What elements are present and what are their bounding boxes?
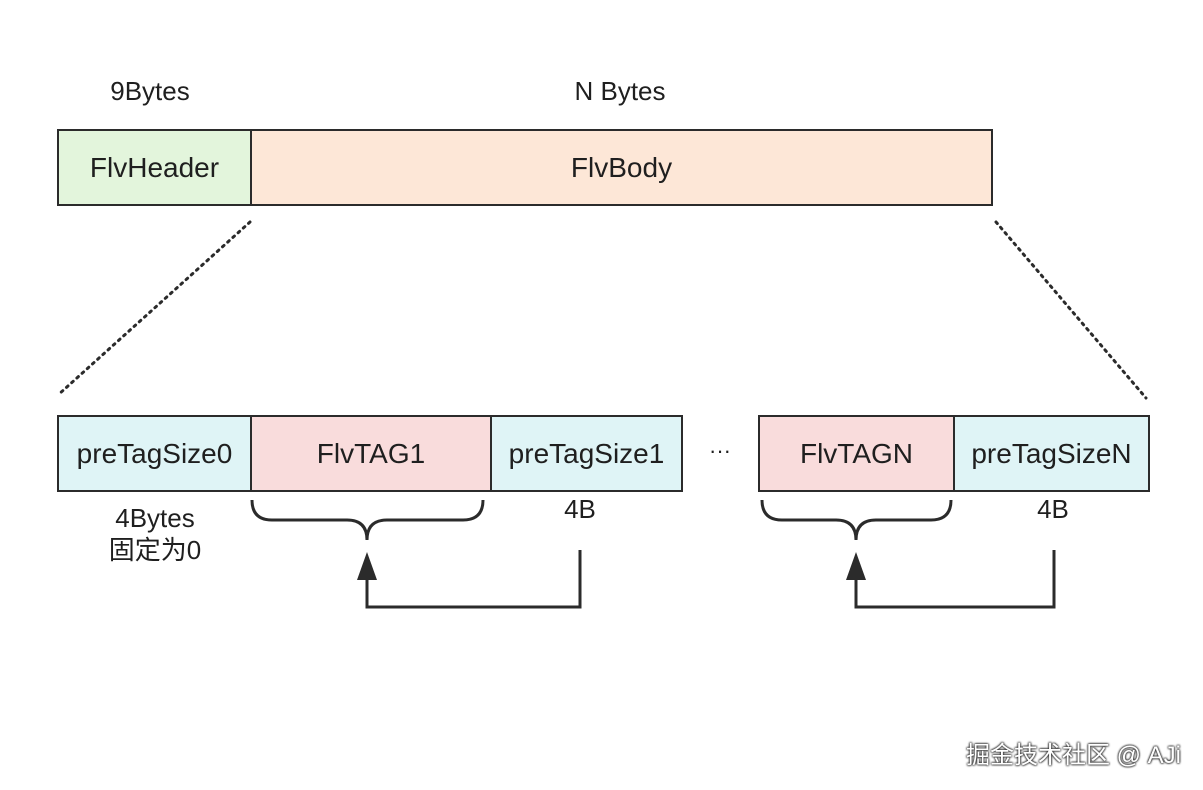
pretagsizen-size-label: 4B (1037, 494, 1069, 524)
flvtagn-label: FlvTAGN (799, 437, 914, 469)
arrow-tag1-line (365, 550, 582, 609)
ellipsis: ··· (709, 438, 731, 463)
flv-header-label: FlvHeader (89, 151, 220, 183)
arrow-tagn-head (846, 552, 866, 580)
watermark: 掘金技术社区 @ AJi (965, 742, 1181, 769)
expand-line-left (56, 220, 252, 397)
pretagsize1-label: preTagSize1 (508, 437, 665, 469)
brace-tag1 (250, 499, 485, 541)
flvtag1-label: FlvTAG1 (316, 437, 426, 469)
flvtagn-box: FlvTAGN (758, 415, 955, 492)
pretagsize0-label: preTagSize0 (76, 437, 233, 469)
pretagsize1-box: preTagSize1 (490, 415, 683, 492)
expand-line-right (994, 220, 1148, 400)
pretagsizen-label: preTagSizeN (971, 437, 1132, 469)
flv-body-box: FlvBody (250, 129, 993, 206)
pretagsize0-box: preTagSize0 (57, 415, 252, 492)
flv-body-label: FlvBody (570, 151, 673, 183)
arrow-tag1-head (357, 552, 377, 580)
pretagsize0-size-line2: 固定为0 (108, 535, 202, 565)
header-size-label: 9Bytes (110, 76, 190, 106)
pretagsizen-box: preTagSizeN (953, 415, 1150, 492)
pretagsize0-size-label: 4Bytes 固定为0 (95, 502, 215, 566)
pretagsize0-size-line1: 4Bytes (115, 503, 195, 533)
pretagsize1-size-label: 4B (564, 494, 596, 524)
brace-tagn (760, 499, 953, 541)
body-size-label: N Bytes (574, 76, 666, 106)
flv-header-box: FlvHeader (57, 129, 252, 206)
flvtag1-box: FlvTAG1 (250, 415, 492, 492)
arrow-tagn-line (854, 550, 1056, 609)
